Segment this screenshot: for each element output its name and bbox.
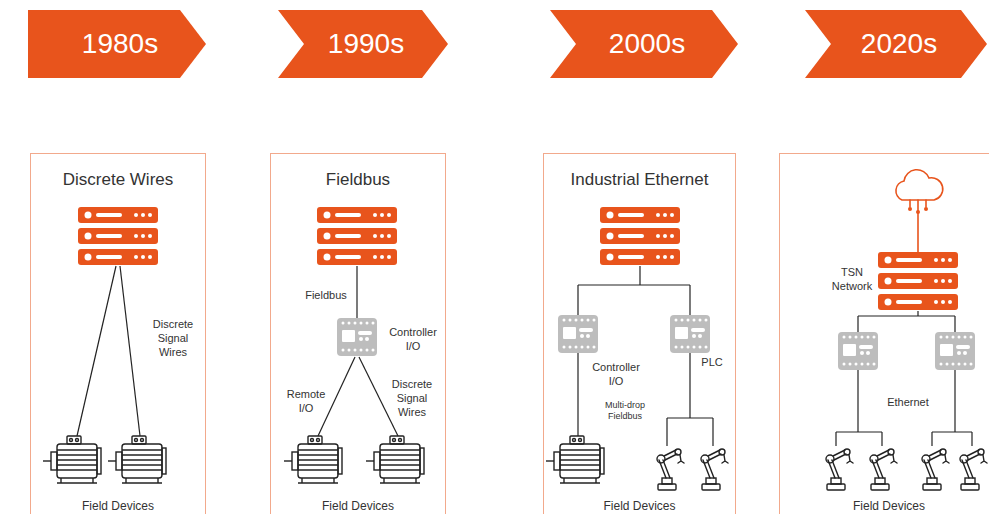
decade-label: 2020s <box>805 10 987 78</box>
annotation-label: PLC <box>697 356 727 370</box>
decade-chevron: 2000s <box>550 10 738 78</box>
annotation-label: TSN Network <box>828 266 876 294</box>
annotation-label: Discrete Signal Wires <box>383 378 441 419</box>
annotation-label: Fieldbus <box>300 289 352 303</box>
annotation-label: Controller I/O <box>585 361 647 389</box>
annotation-label: Ethernet <box>880 396 936 410</box>
decade-chevron: 1980s <box>28 10 206 78</box>
annotation-label: Discrete Signal Wires <box>143 318 203 359</box>
decade-chevron: 1990s <box>278 10 448 78</box>
panel-title: Fieldbus <box>271 170 445 190</box>
era-panel: Industrial EthernetField Devices <box>543 153 736 514</box>
decade-label: 1980s <box>28 10 206 78</box>
decade-chevron: 2020s <box>805 10 987 78</box>
panel-footer: Field Devices <box>780 499 989 513</box>
era-panel: Field Devices <box>779 153 989 514</box>
decade-label: 1990s <box>278 10 448 78</box>
annotation-label: Controller I/O <box>383 326 443 354</box>
annotation-label: Remote I/O <box>282 388 330 416</box>
panel-title: Discrete Wires <box>31 170 205 190</box>
panel-title: Industrial Ethernet <box>544 170 735 190</box>
panel-footer: Field Devices <box>544 499 735 513</box>
panel-footer: Field Devices <box>31 499 205 513</box>
panel-footer: Field Devices <box>271 499 445 513</box>
annotation-label: Multi-drop Fieldbus <box>593 400 657 423</box>
decade-label: 2000s <box>550 10 738 78</box>
